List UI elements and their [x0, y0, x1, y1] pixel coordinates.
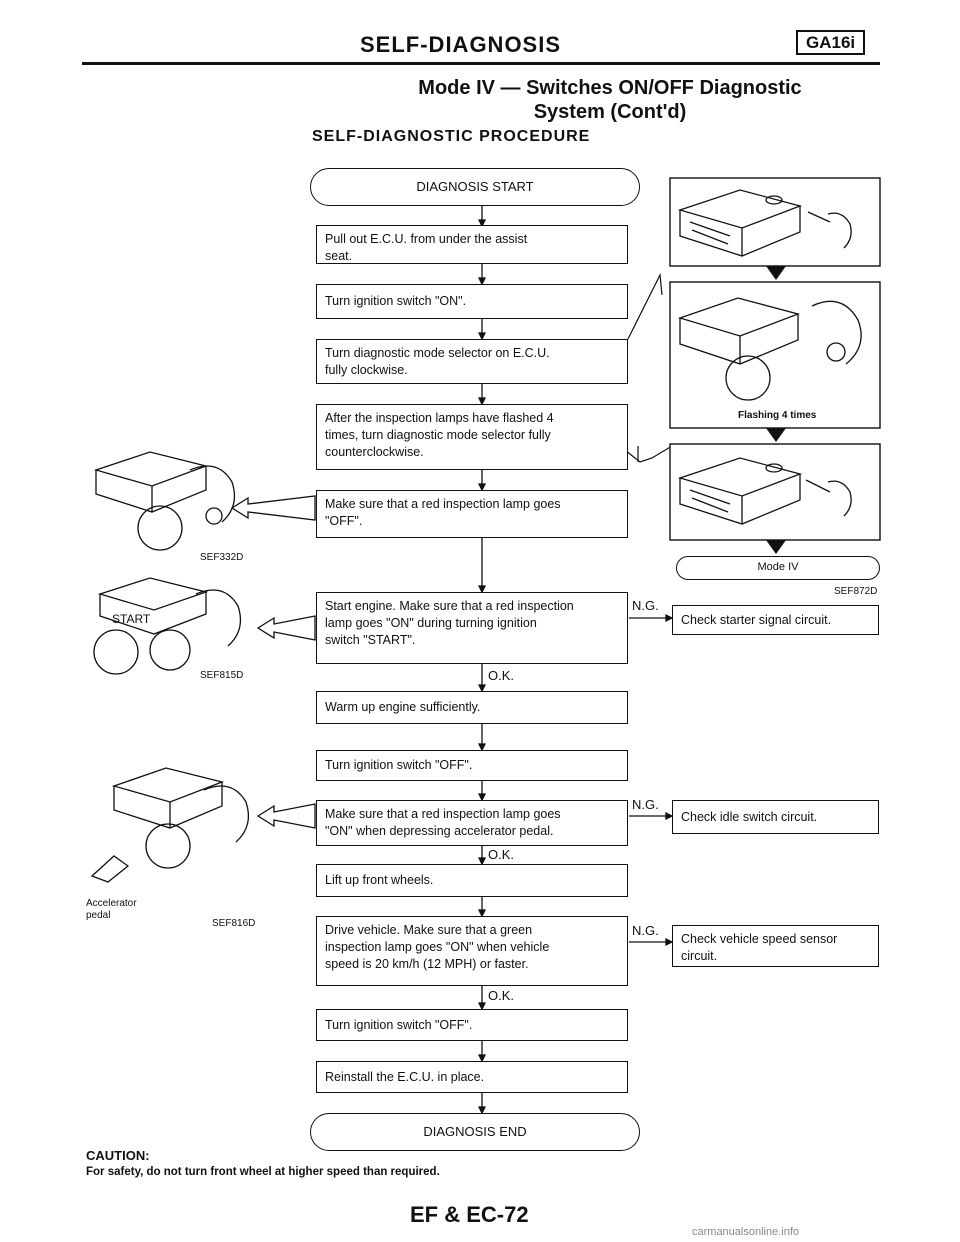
step-line: Start engine. Make sure that a red inspe… — [325, 599, 574, 613]
step-line: Check idle switch circuit. — [681, 810, 818, 824]
header-rule — [82, 62, 880, 65]
step-line: Drive vehicle. Make sure that a green — [325, 923, 533, 937]
step-line: Lift up front wheels. — [325, 873, 434, 887]
step-line: speed is 20 km/h (12 MPH) or faster. — [325, 957, 529, 971]
page-number: EF & EC-72 — [410, 1202, 529, 1227]
accelerator-label-line1: Accelerator — [86, 898, 137, 909]
procedure-title: SELF-DIAGNOSTIC PROCEDURE — [312, 128, 591, 145]
step-line: "OFF". — [325, 514, 363, 528]
check-vehicle-speed-sensor: Check vehicle speed sensor circuit. — [672, 925, 879, 967]
mode-iv-oval: Mode IV — [676, 556, 880, 580]
step-line: Turn ignition switch "ON". — [325, 294, 467, 308]
step-line: Turn diagnostic mode selector on E.C.U. — [325, 346, 550, 360]
step-line: switch "START". — [325, 633, 416, 647]
accelerator-label: Accelerator pedal — [86, 898, 137, 922]
section-title-line2: System (Cont'd) — [533, 101, 687, 123]
step-lamps-flashed: After the inspection lamps have flashed … — [316, 404, 628, 470]
caution-heading: CAUTION: — [86, 1148, 150, 1163]
page-title: SELF-DIAGNOSIS — [360, 32, 562, 57]
step-line: counterclockwise. — [325, 445, 424, 459]
step-line: Check starter signal circuit. — [681, 613, 832, 627]
ng-label: N.G. — [632, 923, 659, 938]
step-line: Pull out E.C.U. from under the assist — [325, 232, 528, 246]
step-line: circuit. — [681, 949, 718, 963]
step-line: times, turn diagnostic mode selector ful… — [325, 428, 551, 442]
diagnosis-end-oval: DIAGNOSIS END — [310, 1113, 640, 1151]
step-line: Warm up engine sufficiently. — [325, 700, 481, 714]
step-red-lamp-off: Make sure that a red inspection lamp goe… — [316, 490, 628, 538]
section-title-line1: Mode IV — Switches ON/OFF Diagnostic — [418, 77, 802, 99]
step-line: After the inspection lamps have flashed … — [325, 411, 554, 425]
ng-label: N.G. — [632, 598, 659, 613]
flashing-caption: Flashing 4 times — [738, 410, 817, 421]
step-mode-selector-clockwise: Turn diagnostic mode selector on E.C.U. … — [316, 339, 628, 384]
step-line: Turn ignition switch "OFF". — [325, 758, 473, 772]
ok-label: O.K. — [488, 988, 515, 1003]
figure-code-sef815d: SEF815D — [200, 670, 244, 681]
step-line: Reinstall the E.C.U. in place. — [325, 1070, 485, 1084]
figure-code-sef332d: SEF332D — [200, 552, 244, 563]
engine-badge: GA16i — [796, 30, 866, 55]
step-lift-wheels: Lift up front wheels. — [316, 864, 628, 897]
check-starter-signal: Check starter signal circuit. — [672, 605, 879, 635]
step-pull-out-ecu: Pull out E.C.U. from under the assist se… — [316, 225, 628, 264]
ok-label: O.K. — [488, 668, 515, 683]
figure-code-sef816d: SEF816D — [212, 918, 256, 929]
start-label: START — [112, 612, 151, 626]
step-line: inspection lamp goes "ON" when vehicle — [325, 940, 550, 954]
step-ignition-off-final: Turn ignition switch "OFF". — [316, 1009, 628, 1041]
figure-code-sef872d: SEF872D — [834, 586, 878, 597]
caution-text: For safety, do not turn front wheel at h… — [86, 1166, 440, 1178]
section-title: Mode IV — Switches ON/OFF Diagnostic Sys… — [400, 76, 820, 124]
step-start-engine: Start engine. Make sure that a red inspe… — [316, 592, 628, 664]
step-line: Make sure that a red inspection lamp goe… — [325, 807, 561, 821]
step-warm-up: Warm up engine sufficiently. — [316, 691, 628, 724]
accelerator-label-line2: pedal — [86, 910, 111, 921]
step-line: Check vehicle speed sensor — [681, 932, 838, 946]
step-line: Make sure that a red inspection lamp goe… — [325, 497, 561, 511]
ng-label: N.G. — [632, 797, 659, 812]
check-idle-switch: Check idle switch circuit. — [672, 800, 879, 834]
step-line: fully clockwise. — [325, 363, 408, 377]
step-ignition-on: Turn ignition switch "ON". — [316, 284, 628, 319]
ok-label: O.K. — [488, 847, 515, 862]
step-line: lamp goes "ON" during turning ignition — [325, 616, 537, 630]
step-line: "ON" when depressing accelerator pedal. — [325, 824, 554, 838]
step-accelerator-pedal: Make sure that a red inspection lamp goe… — [316, 800, 628, 846]
step-line: Turn ignition switch "OFF". — [325, 1018, 473, 1032]
step-reinstall-ecu: Reinstall the E.C.U. in place. — [316, 1061, 628, 1093]
step-ignition-off: Turn ignition switch "OFF". — [316, 750, 628, 781]
step-drive-vehicle: Drive vehicle. Make sure that a green in… — [316, 916, 628, 986]
watermark: carmanualsonline.info — [692, 1226, 800, 1238]
diagnosis-start-oval: DIAGNOSIS START — [310, 168, 640, 206]
step-line: seat. — [325, 249, 353, 263]
